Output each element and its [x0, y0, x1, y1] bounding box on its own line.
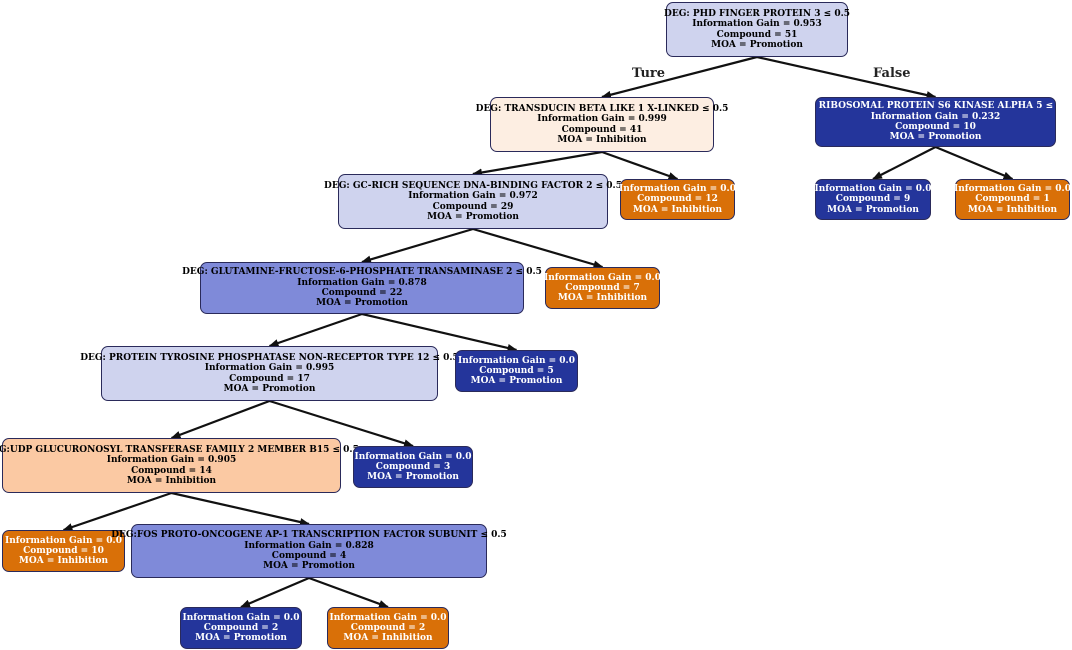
node-information-gain: Information Gain = 0.0: [182, 612, 300, 623]
node-moa: MOA = Promotion: [427, 211, 519, 222]
tree-edge-arrow: [472, 150, 603, 177]
node-information-gain: Information Gain = 0.0: [329, 612, 447, 623]
node-information-gain: Information Gain = 0.0: [458, 355, 575, 366]
node-moa: MOA = Promotion: [195, 633, 287, 644]
node-information-gain: Information Gain = 0.0: [814, 184, 932, 195]
node-compound-count: Compound = 22: [321, 288, 403, 298]
node-compound-count: Compound = 3: [375, 461, 451, 472]
node-moa: MOA = Promotion: [470, 376, 563, 387]
leaf-node: Information Gain = 0.0 Compound = 10 MOA…: [2, 530, 125, 572]
node-moa: MOA = Promotion: [316, 298, 408, 309]
node-compound-count: Compound = 51: [716, 29, 798, 40]
tree-edge-arrow: [601, 55, 758, 99]
leaf-node: Information Gain = 0.0 Compound = 5 MOA …: [455, 350, 578, 392]
node-compound-count: Compound = 2: [203, 622, 279, 633]
node-ribosomal-protein-s6-kinase: TP: RIBOSOMAL PROTEIN S6 KINASE ALPHA 5 …: [799, 97, 1072, 147]
node-compound-count: Compound = 29: [432, 201, 514, 212]
node-gc-rich-sequence-factor-2: DEG: GC-RICH SEQUENCE DNA-BINDING FACTOR…: [324, 174, 622, 229]
node-split-condition: DEG: GC-RICH SEQUENCE DNA-BINDING FACTOR…: [324, 180, 622, 191]
node-information-gain: Information Gain = 0.878: [297, 277, 427, 288]
tree-edge-arrow: [872, 146, 937, 180]
tree-edge-arrow: [472, 227, 604, 269]
node-moa: MOA = Inhibition: [343, 633, 433, 644]
node-compound-count: Compound = 4: [271, 551, 347, 561]
node-moa: MOA = Inhibition: [557, 134, 647, 145]
node-moa: MOA = Inhibition: [557, 293, 648, 304]
tree-edge-arrow: [62, 491, 172, 532]
node-split-condition: DEG: GLUTAMINE-FRUCTOSE-6-PHOSPHATE TRAN…: [182, 267, 542, 278]
false-branch-label: False: [873, 66, 911, 81]
node-compound-count: Compound = 10: [895, 122, 976, 132]
leaf-node: Information Gain = 0.0 Compound = 12 MOA…: [619, 179, 736, 220]
leaf-node: Information Gain = 0.0 Compound = 7 MOA …: [544, 267, 661, 309]
tree-edge-arrow: [171, 491, 310, 526]
node-compound-count: Compound = 2: [350, 622, 426, 633]
node-information-gain: Information Gain = 0.953: [692, 19, 822, 30]
tree-edge-arrow: [269, 399, 414, 448]
node-information-gain: Information Gain = 0.972: [408, 191, 538, 202]
node-moa: MOA = Inhibition: [967, 204, 1058, 215]
node-udp-glucuronosyl-transferase-b15: DEG:UDP GLUCURONOSYL TRANSFERASE FAMILY …: [0, 438, 359, 493]
leaf-node: Information Gain = 0.0 Compound = 1 MOA …: [954, 179, 1071, 220]
node-information-gain: Information Gain = 0.999: [537, 114, 667, 125]
node-moa: MOA = Inhibition: [18, 556, 109, 567]
node-compound-count: Compound = 12: [637, 194, 718, 205]
node-information-gain: Information Gain = 0.0: [5, 535, 122, 546]
node-split-condition: DEG: PHD FINGER PROTEIN 3 ≤ 0.5: [664, 8, 850, 19]
node-split-condition: DEG: PROTEIN TYROSINE PHOSPHATASE NON-RE…: [80, 352, 459, 363]
node-information-gain: Information Gain = 0.0: [354, 451, 472, 462]
node-compound-count: Compound = 5: [479, 365, 554, 376]
true-branch-label: Ture: [632, 66, 666, 81]
node-moa: MOA = Promotion: [367, 472, 459, 483]
tree-edge-arrow: [308, 576, 389, 609]
node-split-condition: DEG:FOS PROTO-ONCOGENE AP-1 TRANSCRIPTIO…: [111, 530, 507, 541]
node-moa: MOA = Inhibition: [126, 475, 217, 486]
node-information-gain: Information Gain = 0.828: [244, 540, 374, 551]
node-protein-tyrosine-phosphatase-12: DEG: PROTEIN TYROSINE PHOSPHATASE NON-RE…: [80, 346, 459, 401]
tree-edge-arrow: [361, 312, 518, 352]
leaf-node: Information Gain = 0.0 Compound = 2 MOA …: [327, 607, 449, 649]
tree-edge-arrow: [268, 312, 363, 348]
node-moa: MOA = Promotion: [711, 39, 803, 50]
node-compound-count: Compound = 7: [565, 282, 640, 293]
node-split-condition: TP: RIBOSOMAL PROTEIN S6 KINASE ALPHA 5 …: [799, 101, 1072, 112]
node-information-gain: Information Gain = 0.905: [106, 455, 237, 466]
node-information-gain: Information Gain = 0.0: [954, 184, 1071, 195]
node-split-condition: DEG:UDP GLUCURONOSYL TRANSFERASE FAMILY …: [0, 444, 359, 455]
node-compound-count: Compound = 1: [975, 194, 1050, 205]
node-split-condition: DEG: TRANSDUCIN BETA LIKE 1 X-LINKED ≤ 0…: [475, 103, 729, 114]
leaf-node: Information Gain = 0.0 Compound = 3 MOA …: [353, 446, 473, 488]
node-moa: MOA = Promotion: [223, 383, 316, 394]
node-moa: MOA = Promotion: [263, 561, 355, 572]
tree-edge-arrow: [240, 576, 310, 609]
node-transducin-beta-like-1: DEG: TRANSDUCIN BETA LIKE 1 X-LINKED ≤ 0…: [476, 97, 728, 152]
node-phd-finger-protein-3: DEG: PHD FINGER PROTEIN 3 ≤ 0.5 Informat…: [664, 2, 850, 57]
node-glutamine-fructose-6-phosphate-transaminase-2: DEG: GLUTAMINE-FRUCTOSE-6-PHOSPHATE TRAN…: [182, 262, 542, 314]
node-information-gain: Information Gain = 0.0: [619, 184, 736, 195]
node-information-gain: Information Gain = 0.995: [204, 363, 335, 374]
leaf-node: Information Gain = 0.0 Compound = 2 MOA …: [180, 607, 302, 649]
node-moa: MOA = Inhibition: [632, 204, 723, 215]
node-information-gain: Information Gain = 0.0: [544, 272, 661, 283]
node-fos-proto-oncogene-ap-1: DEG:FOS PROTO-ONCOGENE AP-1 TRANSCRIPTIO…: [111, 524, 507, 578]
tree-edge-arrow: [935, 145, 1014, 181]
tree-edge-arrow: [361, 227, 474, 264]
tree-edge-arrow: [170, 399, 270, 440]
node-moa: MOA = Promotion: [827, 204, 919, 215]
node-compound-count: Compound = 17: [229, 373, 310, 384]
tree-edge-arrow: [601, 150, 679, 181]
node-compound-count: Compound = 14: [131, 465, 212, 476]
node-compound-count: Compound = 41: [561, 124, 643, 135]
node-moa: MOA = Promotion: [889, 132, 982, 143]
node-information-gain: Information Gain = 0.232: [870, 111, 1001, 122]
tree-edge-arrow: [756, 55, 937, 99]
leaf-node: Information Gain = 0.0 Compound = 9 MOA …: [815, 179, 931, 220]
node-compound-count: Compound = 10: [23, 545, 104, 556]
node-compound-count: Compound = 9: [835, 194, 911, 205]
